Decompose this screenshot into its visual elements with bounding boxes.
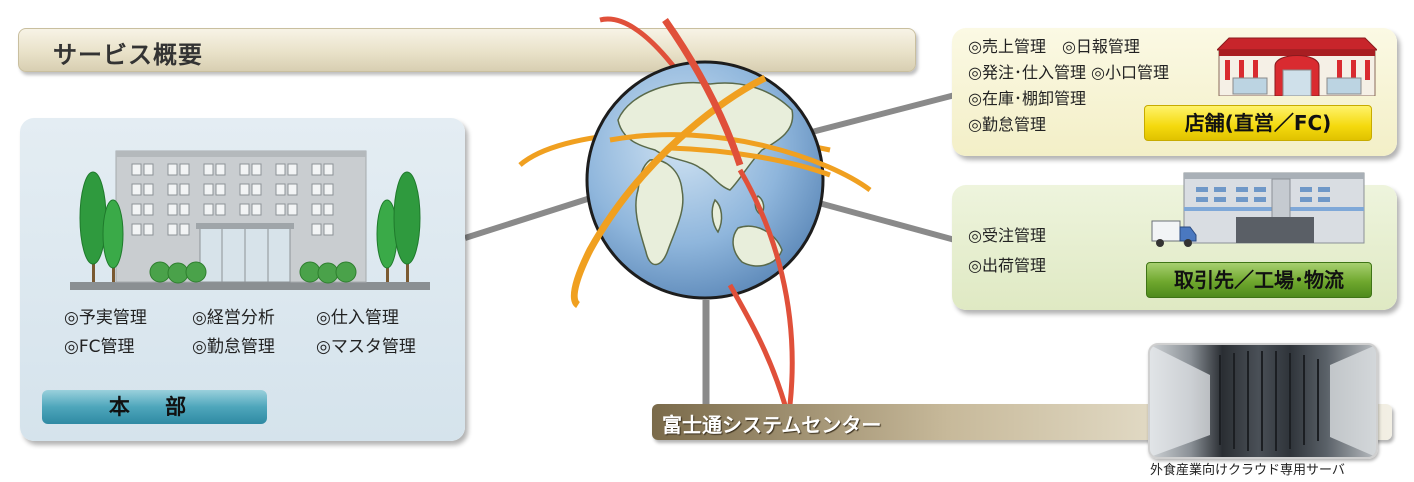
hq-item: ◎経営分析 — [192, 308, 275, 328]
server-rack-photo — [1148, 343, 1378, 459]
hq-item: ◎マスタ管理 — [316, 337, 416, 357]
connector-hq — [464, 192, 601, 241]
partner-item-row: ◎出荷管理 — [968, 256, 1046, 275]
connector-store — [807, 92, 956, 136]
partner-panel: ◎受注管理 ◎出荷管理 取引先／工場･物流 — [952, 172, 1397, 310]
hq-row-2: ◎FC管理 ◎勤怠管理 ◎マスタ管理 — [64, 333, 416, 362]
page-title: サービス概要 — [53, 41, 203, 69]
store-feature-list: ◎売上管理 ◎日報管理 ◎発注･仕入管理 ◎小口管理 ◎在庫･棚卸管理 ◎勤怠管… — [968, 34, 1169, 138]
partner-feature-list: ◎受注管理 ◎出荷管理 — [968, 221, 1046, 281]
system-center-label: 富士通システムセンター — [662, 413, 882, 437]
store-panel: ◎売上管理 ◎日報管理 ◎発注･仕入管理 ◎小口管理 ◎在庫･棚卸管理 ◎勤怠管… — [952, 28, 1397, 156]
headquarters-feature-list: ◎予実管理 ◎経営分析 ◎仕入管理 ◎FC管理 ◎勤怠管理 ◎マスタ管理 — [64, 304, 416, 362]
office-building-icon — [70, 150, 430, 290]
connector-partner — [807, 197, 956, 243]
hq-item: ◎勤怠管理 — [192, 337, 275, 357]
store-item-row: ◎発注･仕入管理 ◎小口管理 — [968, 63, 1170, 82]
headquarters-panel: ◎予実管理 ◎経営分析 ◎仕入管理 ◎FC管理 ◎勤怠管理 ◎マスタ管理 本 部 — [20, 118, 465, 441]
headquarters-label: 本 部 — [42, 390, 267, 424]
server-caption: 外食産業向けクラウド専用サーバ — [1150, 463, 1345, 478]
hq-item: ◎仕入管理 — [316, 308, 399, 328]
store-item-row: ◎在庫･棚卸管理 — [968, 89, 1086, 108]
store-item-row: ◎売上管理 ◎日報管理 — [968, 37, 1140, 56]
globe-icon — [518, 16, 872, 406]
server-rows-graphic — [1150, 345, 1376, 457]
partner-item-row: ◎受注管理 — [968, 226, 1046, 245]
partner-label: 取引先／工場･物流 — [1146, 262, 1372, 298]
hq-item: ◎予実管理 — [64, 308, 147, 328]
store-building-icon — [1217, 37, 1377, 96]
hq-row-1: ◎予実管理 ◎経営分析 ◎仕入管理 — [64, 304, 416, 333]
store-label: 店舗(直営／FC) — [1144, 105, 1372, 141]
store-item-row: ◎勤怠管理 — [968, 115, 1046, 134]
factory-truck-icon — [1151, 172, 1365, 247]
hq-item: ◎FC管理 — [64, 337, 135, 357]
title-banner: サービス概要 — [18, 28, 916, 72]
